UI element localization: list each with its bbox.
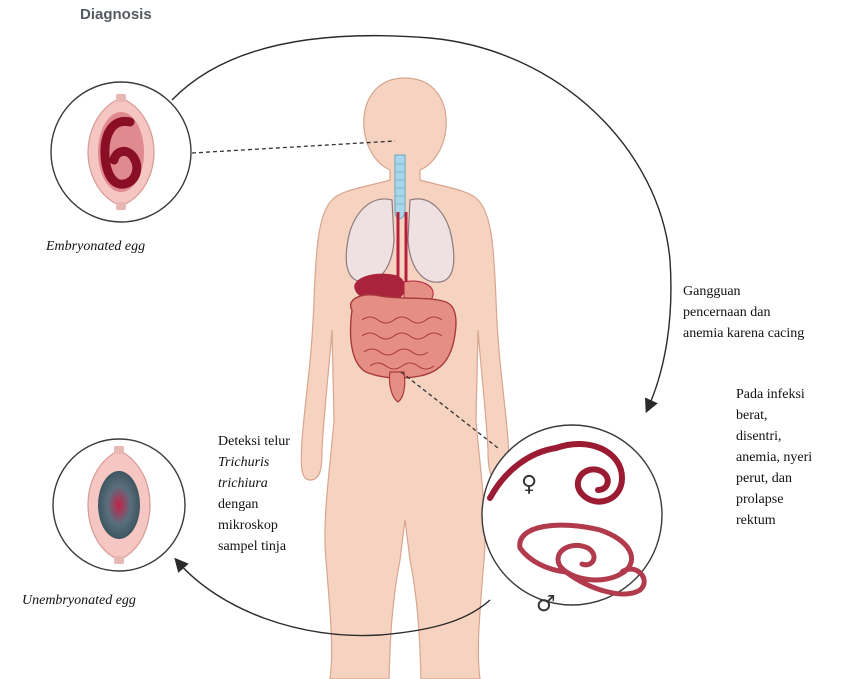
embryonated-egg-circle bbox=[51, 82, 191, 222]
diagnosis-heading: Diagnosis bbox=[80, 6, 152, 23]
symptoms-line: pencernaan dan bbox=[683, 302, 804, 323]
pointer-line-egg bbox=[192, 141, 395, 153]
severe-line: anemia, nyeri bbox=[736, 447, 812, 468]
severe-line: perut, dan bbox=[736, 468, 812, 489]
detection-line: mikroskop bbox=[218, 515, 290, 536]
trachea bbox=[395, 155, 405, 219]
adult-worms-circle bbox=[482, 425, 662, 605]
species-genus: Trichuris bbox=[218, 452, 290, 473]
severe-line: Pada infeksi bbox=[736, 384, 812, 405]
unembryonated-egg-circle bbox=[53, 439, 185, 571]
detection-line: Deteksi telur bbox=[218, 431, 290, 452]
symptoms-line: Gangguan bbox=[683, 281, 804, 302]
species-epithet: trichiura bbox=[218, 473, 290, 494]
male-symbol: ♂ bbox=[536, 592, 556, 617]
severe-line: disentri, bbox=[736, 426, 812, 447]
embryonated-egg-label: Embryonated egg bbox=[46, 236, 145, 257]
severe-line: prolapse bbox=[736, 489, 812, 510]
unembryonated-egg-label: Unembryonated egg bbox=[22, 590, 136, 611]
symptoms-label: Gangguan pencernaan dan anemia karena ca… bbox=[683, 281, 804, 344]
female-symbol: ♀ bbox=[521, 472, 537, 497]
symptoms-line: anemia karena cacing bbox=[683, 323, 804, 344]
severe-line: rektum bbox=[736, 510, 812, 531]
detection-line: dengan bbox=[218, 494, 290, 515]
severe-infection-label: Pada infeksi berat, disentri, anemia, ny… bbox=[736, 384, 812, 531]
detection-line: sampel tinja bbox=[218, 536, 290, 557]
severe-line: berat, bbox=[736, 405, 812, 426]
detection-label: Deteksi telur Trichuris trichiura dengan… bbox=[218, 431, 290, 557]
